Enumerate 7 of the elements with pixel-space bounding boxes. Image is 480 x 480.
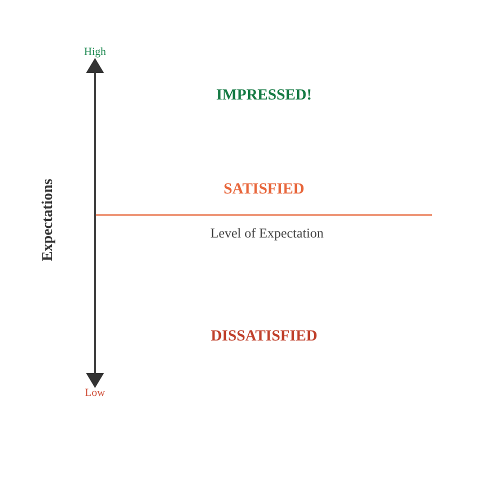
zone-label: IMPRESSED! [216,86,312,104]
line-label: Level of Expectation [210,226,324,242]
axis-label: High [84,46,106,58]
axis-title: Expectations [40,178,56,262]
axis-label: Low [84,386,106,400]
zone-label: DISSATISFIED [210,327,318,345]
zone-label: SATISFIED [224,180,304,198]
